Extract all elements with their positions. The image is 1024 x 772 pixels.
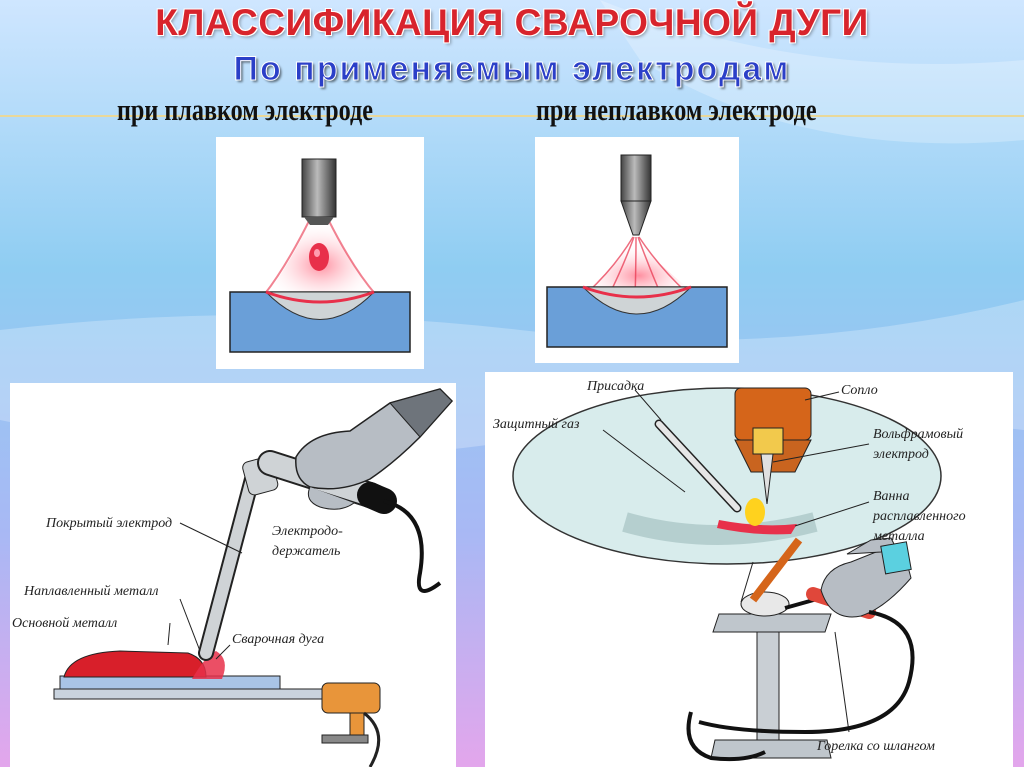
label-filler: Присадка	[586, 379, 644, 394]
mma-welding-figure: Покрытый электрод Электродо- держатель Н…	[10, 383, 456, 768]
label-pool-1: Ванна	[873, 489, 909, 504]
base-plate	[53, 675, 345, 700]
zoom-lens	[512, 387, 942, 565]
metal-droplet	[309, 243, 329, 271]
label-holder-2: держатель	[272, 544, 340, 559]
tungsten-electrode	[620, 154, 652, 202]
slide-subtitle: По применяемым электродам	[233, 50, 791, 89]
slide-title: КЛАССИФИКАЦИЯ СВАРОЧНОЙ ДУГИ	[155, 2, 869, 43]
label-base-metal: Основной металл	[12, 616, 117, 631]
workbench	[710, 613, 832, 759]
label-pool-2: расплавленного	[872, 509, 966, 524]
label-torch-hose: Горелка со шлангом	[816, 739, 935, 754]
heading-consumable: при плавком электроде	[117, 92, 373, 127]
label-tungsten-1: Вольфрамовый	[873, 427, 963, 442]
gloved-hand	[295, 388, 454, 510]
label-holder-1: Электродо-	[272, 524, 343, 539]
heading-nonconsumable: при неплавком электроде	[536, 92, 817, 127]
label-nozzle: Сопло	[841, 383, 878, 398]
label-pool-3: металла	[872, 529, 925, 544]
label-deposited-metal: Наплавленный металл	[23, 584, 158, 599]
label-coated-electrode: Покрытый электрод	[45, 516, 172, 531]
tig-welding-figure: Присадка Сопло Защитный газ Вольфрамовый…	[485, 372, 1013, 767]
label-tungsten-2: электрод	[873, 447, 929, 462]
molten-pool	[717, 520, 797, 535]
label-shielding-gas: Защитный газ	[493, 417, 580, 432]
nozzle	[734, 387, 812, 505]
consumable-arc-figure	[216, 137, 424, 369]
cable	[383, 499, 442, 593]
hose	[698, 610, 915, 735]
nonconsumable-arc-figure	[535, 137, 739, 363]
deposited-bead	[63, 650, 207, 678]
gloved-hand	[820, 537, 912, 618]
electrode	[301, 158, 337, 218]
label-welding-arc: Сварочная дуга	[232, 632, 324, 647]
clamp-icon	[321, 682, 381, 768]
